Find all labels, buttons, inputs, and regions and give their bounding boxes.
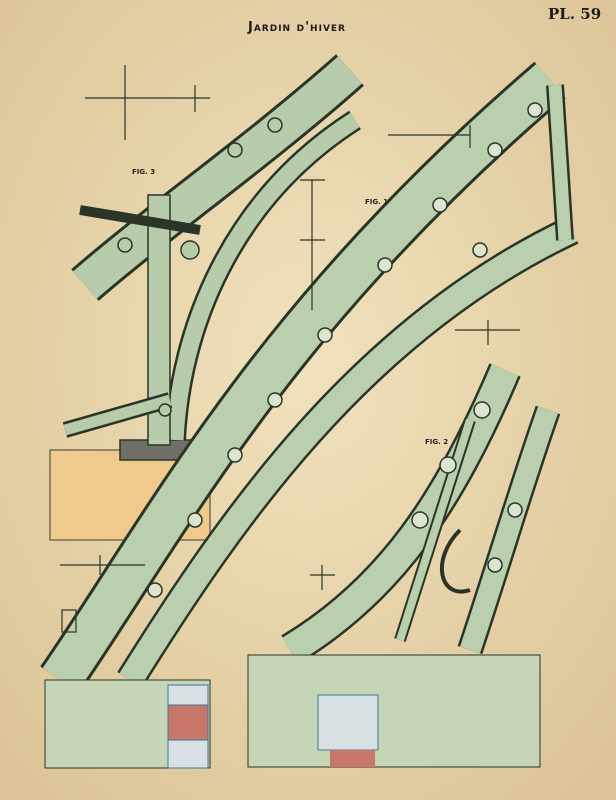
figure-3-label: FIG. 3	[132, 168, 156, 176]
figure-1-arch	[40, 61, 579, 769]
plate-title: Jardin d'hiver	[248, 20, 346, 35]
figure-2-truss	[247, 363, 561, 768]
figure-1-label: FIG. 1	[365, 198, 389, 206]
plate-number: PL. 59	[548, 5, 602, 23]
section-details	[60, 65, 520, 633]
figure-2-label: FIG. 2	[425, 438, 449, 446]
